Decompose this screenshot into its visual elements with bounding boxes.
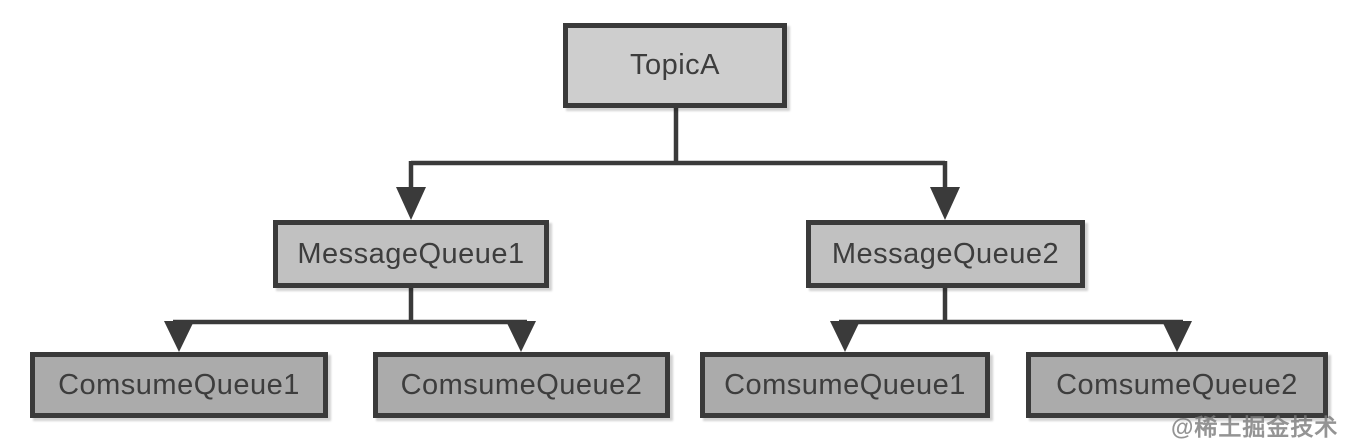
arrowhead-down-icon (930, 187, 960, 220)
node-topic-a: TopicA (563, 23, 787, 108)
arrowhead-down-icon (506, 321, 536, 352)
arrowhead-down-icon (164, 321, 194, 352)
node-label: MessageQueue2 (831, 237, 1060, 270)
node-label: TopicA (629, 49, 721, 81)
node-label: ComsumeQueue2 (400, 368, 643, 401)
arrowhead-down-icon (830, 321, 860, 352)
arrowhead-down-icon (1162, 321, 1192, 352)
node-consume-queue-2-left: ComsumeQueue2 (373, 352, 670, 418)
node-consume-queue-2-right: ComsumeQueue2 (1026, 352, 1328, 418)
node-consume-queue-1-right: ComsumeQueue1 (700, 352, 990, 418)
node-message-queue-2: MessageQueue2 (806, 220, 1085, 288)
node-label: ComsumeQueue2 (1056, 368, 1298, 401)
node-label: MessageQueue1 (297, 237, 525, 270)
watermark: @稀土掘金技术社区 (1171, 414, 1339, 440)
node-consume-queue-1-left: ComsumeQueue1 (30, 352, 328, 418)
node-message-queue-1: MessageQueue1 (273, 220, 549, 288)
node-label: ComsumeQueue1 (58, 368, 300, 401)
node-label: ComsumeQueue1 (724, 368, 966, 401)
arrowhead-down-icon (396, 187, 426, 220)
